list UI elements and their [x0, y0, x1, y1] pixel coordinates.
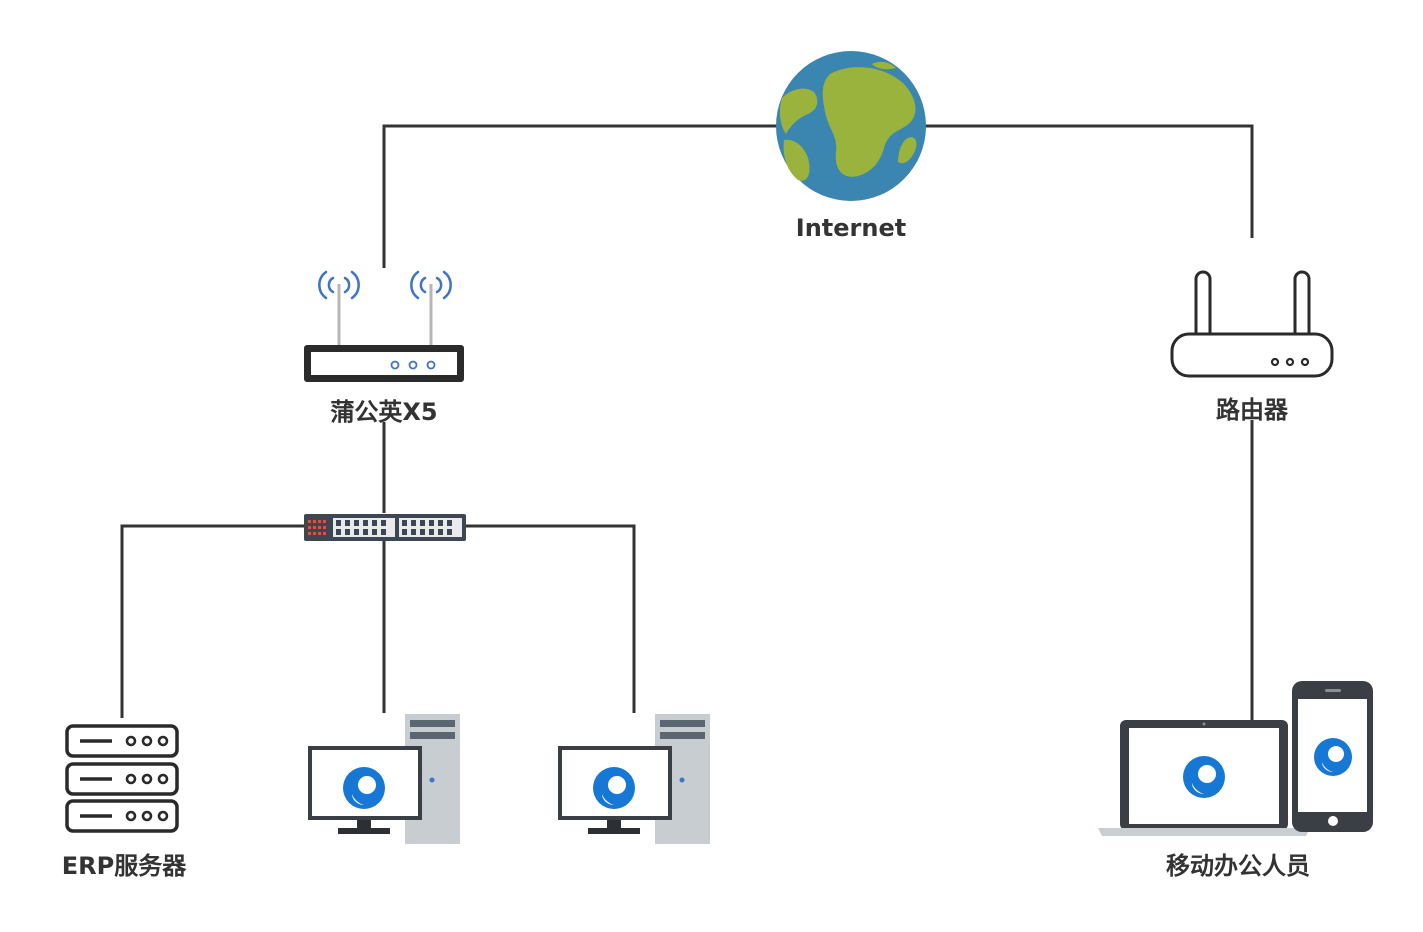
desktop-pc-icon [308, 714, 460, 844]
line-switch-to-pc2 [466, 524, 636, 713]
x5-router-label: 蒲公英X5 [330, 398, 438, 426]
line-switch-to-erp [120, 524, 304, 718]
network-switch-icon [304, 514, 466, 541]
wifi-router-icon [304, 270, 464, 382]
server-rack-icon [65, 724, 179, 833]
globe-icon [776, 51, 926, 201]
erp-server-label: ERP服务器 [61, 852, 187, 880]
desktop-pc-icon [558, 714, 710, 844]
line-internet-to-router [924, 124, 1254, 238]
connection-lines [120, 124, 1254, 720]
mobile-workers-label: 移动办公人员 [1166, 852, 1310, 880]
line-internet-to-x5 [382, 124, 778, 268]
laptop-phone-icon [1098, 681, 1373, 836]
internet-label: Internet [795, 214, 907, 242]
router-label: 路由器 [1216, 396, 1288, 424]
router-icon [1170, 270, 1334, 378]
